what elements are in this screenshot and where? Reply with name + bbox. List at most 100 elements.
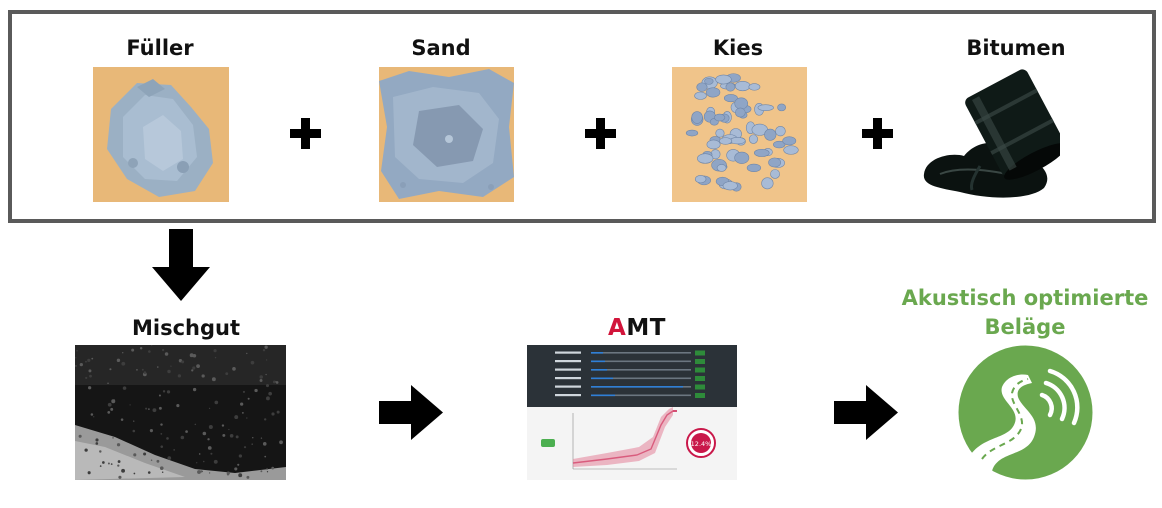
asphalt-grain <box>99 450 102 453</box>
asphalt-grain <box>102 461 105 464</box>
asphalt-grain <box>116 358 121 363</box>
asphalt-grain <box>246 475 250 479</box>
asphalt-grain <box>75 357 77 359</box>
asphalt-grain <box>158 394 161 397</box>
asphalt-grain <box>79 363 83 367</box>
slider-value-box <box>695 359 705 364</box>
asphalt-grain <box>141 368 144 371</box>
asphalt-grain <box>150 459 153 462</box>
slider-label <box>555 351 581 354</box>
asphalt-grain <box>259 375 263 379</box>
asphalt-grain <box>78 434 82 438</box>
asphalt-grain <box>117 460 121 463</box>
ingredient-label-filler: Füller <box>126 36 194 60</box>
asphalt-grain <box>271 412 275 416</box>
gravel-stone <box>714 113 726 122</box>
gravel-stone <box>723 94 738 103</box>
slider-fill <box>591 377 613 380</box>
asphalt-grain <box>196 462 198 464</box>
gravel-stone <box>694 175 707 184</box>
gravel-stone <box>748 83 761 91</box>
asphalt-grain <box>275 381 277 383</box>
amt-logo-a: A <box>608 315 627 341</box>
asphalt-grain <box>109 368 112 371</box>
gravel-stone <box>757 104 774 111</box>
gravel-stone <box>777 103 787 112</box>
arrow-right-icon-2 <box>834 385 898 444</box>
asphalt-grain <box>251 443 253 445</box>
asphalt-grain <box>129 404 131 406</box>
gravel-stone <box>735 107 746 118</box>
asphalt-grain <box>110 407 114 411</box>
asphalt-grain <box>180 435 185 440</box>
asphalt-grain <box>226 471 230 475</box>
slider-value-box <box>695 384 705 390</box>
asphalt-grain <box>214 400 219 405</box>
asphalt-grain <box>120 418 124 421</box>
asphalt-grain <box>133 420 135 422</box>
asphalt-grain <box>208 424 213 429</box>
gravel-stone <box>734 80 751 92</box>
asphalt-grain <box>198 453 201 455</box>
ingredient-label-sand: Sand <box>411 36 471 60</box>
slider-value-box <box>695 376 705 381</box>
asphalt-grain <box>254 388 258 393</box>
asphalt-grain <box>221 424 225 427</box>
asphalt-grain <box>156 459 160 463</box>
gravel-stone <box>768 157 782 168</box>
gravel-stone <box>697 153 714 164</box>
asphalt-grain <box>211 377 216 382</box>
asphalt-grain <box>194 423 197 426</box>
asphalt-grain <box>262 442 267 446</box>
slider-label <box>555 377 581 380</box>
asphalt-grain <box>279 440 283 445</box>
asphalt-grain <box>238 473 243 478</box>
asphalt-grain <box>259 378 263 382</box>
ingredient-label-gravel: Kies <box>712 36 764 60</box>
gravel-stone <box>770 169 780 179</box>
asphalt-grain <box>246 352 248 355</box>
asphalt-grain <box>213 349 217 353</box>
plus-icon-3 <box>862 118 893 153</box>
asphalt-grain <box>156 366 159 368</box>
asphalt-grain <box>116 443 121 447</box>
asphalt-grain <box>136 368 138 371</box>
asphalt-grain <box>75 365 77 367</box>
asphalt-grain <box>111 399 116 404</box>
asphalt-grain <box>271 466 275 470</box>
asphalt-grain <box>229 434 234 438</box>
gravel-stone <box>761 177 774 190</box>
slider-label <box>555 394 581 397</box>
gravel-stone <box>722 181 738 191</box>
asphalt-grain <box>247 397 250 400</box>
slider-fill <box>591 369 607 371</box>
asphalt-grain <box>200 470 203 473</box>
asphalt-grain <box>93 416 95 418</box>
gravel-stone <box>704 77 714 85</box>
asphalt-grain <box>264 455 267 458</box>
slider-fill <box>591 360 605 363</box>
asphalt-grain <box>121 361 126 366</box>
asphalt-grain <box>91 357 94 360</box>
asphalt-grain <box>88 369 92 373</box>
asphalt-grain <box>143 452 147 456</box>
asphalt-grain <box>208 472 211 474</box>
arrow-right-icon-1 <box>379 385 443 444</box>
asphalt-mix-photo <box>75 345 286 480</box>
slider-label <box>555 360 581 363</box>
asphalt-grain <box>237 463 240 466</box>
asphalt-grain <box>170 365 172 367</box>
asphalt-grain <box>152 408 157 413</box>
asphalt-grain <box>252 436 254 439</box>
arrow-down-icon <box>152 229 210 305</box>
asphalt-grain <box>112 437 114 439</box>
asphalt-grain <box>185 430 188 433</box>
asphalt-grain <box>264 418 267 421</box>
asphalt-grain <box>133 472 136 475</box>
slider-fill <box>591 352 603 354</box>
ingredients-frame <box>8 10 1156 223</box>
asphalt-grain <box>197 470 201 474</box>
asphalt-grain <box>166 390 171 394</box>
asphalt-grain <box>167 369 171 374</box>
filler-powder-photo <box>93 67 229 202</box>
